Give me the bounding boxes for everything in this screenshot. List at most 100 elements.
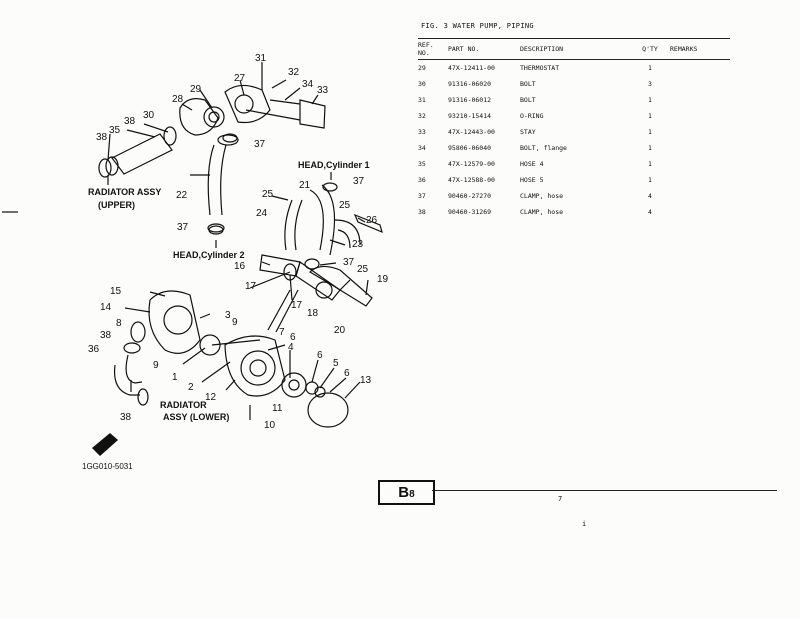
impeller-part <box>281 372 307 398</box>
callout-37: 37 <box>177 222 189 233</box>
callout-38: 38 <box>96 132 108 143</box>
table-cell-qty: 1 <box>648 160 652 168</box>
table-row: 32 93210-15414 O-RING 1 <box>418 108 730 124</box>
table-cell-ref: 33 <box>418 128 426 136</box>
table-cell-part-no: 93210-15414 <box>448 112 492 120</box>
head-cylinder-1-label: HEAD,Cylinder 1 <box>298 160 370 170</box>
drawing-code: 1GG010-5031 <box>82 462 133 471</box>
table-cell-part-no: 47X-12443-00 <box>448 128 495 136</box>
table-cell-qty: 1 <box>648 64 652 72</box>
table-cell-qty: 1 <box>648 144 652 152</box>
callout-2: 2 <box>188 382 194 393</box>
callout-38: 38 <box>120 412 132 423</box>
table-cell-part-no: 90460-27270 <box>448 192 492 200</box>
table-cell-qty: 1 <box>648 112 652 120</box>
table-cell-ref: 35 <box>418 160 426 168</box>
table-cell-description: BOLT <box>520 96 536 104</box>
table-cell-ref: 34 <box>418 144 426 152</box>
page-code-main: B <box>398 484 410 501</box>
header-qty: Q'TY <box>642 45 658 53</box>
callout-38: 38 <box>100 330 112 341</box>
callout-31: 31 <box>255 53 267 64</box>
callout-19: 19 <box>377 274 389 285</box>
callout-15: 15 <box>110 286 122 297</box>
pump-housing-part <box>224 335 286 397</box>
hose-5-part <box>113 354 143 396</box>
parts-table: REF. NO. PART NO. DESCRIPTION Q'TY REMAR… <box>418 38 730 220</box>
table-cell-remarks <box>670 156 730 172</box>
table-cell-ref: 37 <box>418 192 426 200</box>
table-cell-qty: 1 <box>648 128 652 136</box>
table-cell-ref: 32 <box>418 112 426 120</box>
table-cell-qty: 3 <box>648 80 652 88</box>
page-rule <box>432 490 777 491</box>
callout-5: 5 <box>333 358 339 369</box>
hose-4-part <box>111 133 173 175</box>
table-cell-description: BOLT <box>520 80 536 88</box>
table-cell-description: STAY <box>520 128 536 136</box>
callout-25: 25 <box>262 189 274 200</box>
radiator-upper-label-1: RADIATOR ASSY <box>88 187 161 197</box>
callout-37: 37 <box>343 257 355 268</box>
table-cell-ref: 31 <box>418 96 426 104</box>
callout-3: 3 <box>225 310 231 321</box>
callout-25: 25 <box>357 264 369 275</box>
callout-14: 14 <box>100 302 112 313</box>
table-cell-remarks <box>670 76 730 92</box>
table-cell-remarks <box>670 124 730 140</box>
callout-9: 9 <box>153 360 159 371</box>
table-cell-ref: 38 <box>418 208 426 216</box>
table-cell-remarks <box>670 60 730 77</box>
callout-25: 25 <box>339 200 351 211</box>
callout-13: 13 <box>360 375 372 386</box>
callout-18: 18 <box>307 308 319 319</box>
radiator-lower-label-1: RADIATOR <box>160 400 207 410</box>
radiator-lower-label-2: ASSY (LOWER) <box>163 412 229 422</box>
callout-12: 12 <box>205 392 217 403</box>
callout-17: 17 <box>291 300 303 311</box>
head-cylinder-2-label: HEAD,Cylinder 2 <box>173 250 245 260</box>
table-cell-description: HOSE 5 <box>520 176 544 184</box>
table-row: 37 90460-27270 CLAMP, hose 4 <box>418 188 730 204</box>
table-cell-description: THERMOSTAT <box>520 64 560 72</box>
table-cell-ref: 30 <box>418 80 426 88</box>
table-cell-ref: 36 <box>418 176 426 184</box>
callout-17: 17 <box>245 281 257 292</box>
table-cell-qty: 1 <box>648 176 652 184</box>
table-row: 34 95806-06040 BOLT, flange 1 <box>418 140 730 156</box>
callout-6: 6 <box>317 350 323 361</box>
callout-6: 6 <box>290 332 296 343</box>
callout-24: 24 <box>256 208 268 219</box>
callout-26: 26 <box>366 215 378 226</box>
callout-32: 32 <box>288 67 300 78</box>
table-cell-remarks <box>670 172 730 188</box>
callout-1: 1 <box>172 372 178 383</box>
table-cell-description: O-RING <box>520 112 544 120</box>
table-cell-remarks <box>670 108 730 124</box>
callout-8: 8 <box>116 318 122 329</box>
page-mark: i <box>582 520 587 528</box>
callout-37: 37 <box>254 139 266 150</box>
table-cell-part-no: 95806-06040 <box>448 144 492 152</box>
fwd-arrow-icon: FWD <box>92 433 118 456</box>
table-cell-qty: 4 <box>648 192 652 200</box>
callout-35: 35 <box>109 125 121 136</box>
callout-16: 16 <box>234 261 246 272</box>
callout-33: 33 <box>317 85 329 96</box>
table-cell-part-no: 91316-06012 <box>448 96 492 104</box>
pump-cover-part <box>148 290 201 354</box>
page-number: 7 <box>558 495 563 503</box>
header-remarks: REMARKS <box>670 45 698 53</box>
table-cell-description: BOLT, flange <box>520 144 567 152</box>
header-part-no: PART NO. <box>448 45 480 53</box>
table-row: 33 47X-12443-00 STAY 1 <box>418 124 730 140</box>
table-cell-ref: 29 <box>418 64 426 72</box>
table-cell-qty: 4 <box>648 208 652 216</box>
table-cell-description: CLAMP, hose <box>520 192 564 200</box>
